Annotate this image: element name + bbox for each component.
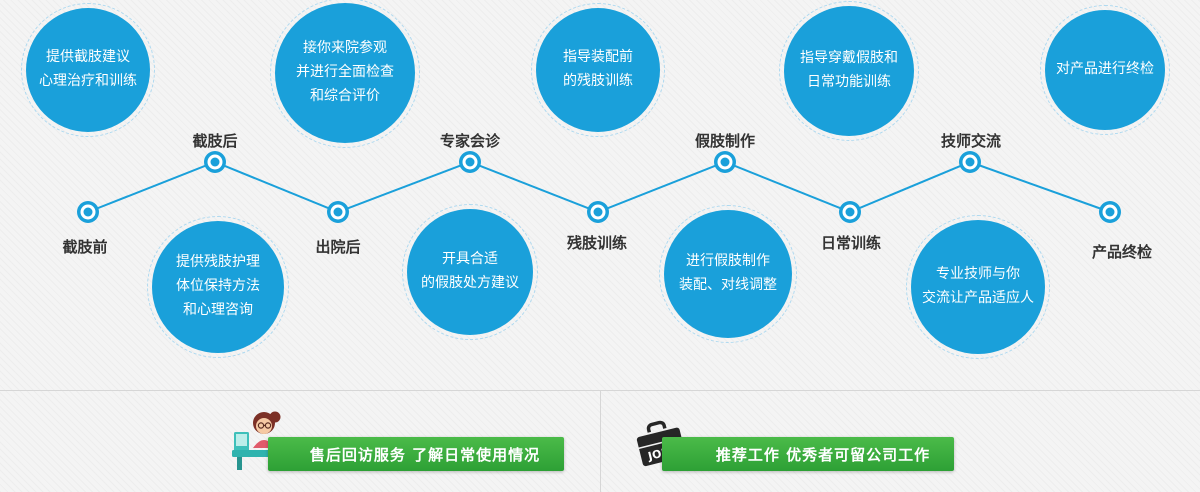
timeline-node-dot-jiezhiqian — [77, 201, 99, 223]
process-circle-prescription: 开具合适 的假肢处方建议 — [402, 204, 538, 340]
timeline-node-dot-jishijiaoliu — [959, 151, 981, 173]
timeline-label-chuyuanhou: 出院后 — [315, 238, 361, 256]
timeline-label-jiezhihou: 截肢后 — [192, 132, 238, 150]
process-circle-checkup: 接你来院参观 并进行全面检查 和综合评价 — [270, 0, 420, 148]
timeline-label-richangxunlian: 日常训练 — [820, 234, 882, 252]
process-circle-care: 提供残肢护理 体位保持方法 和心理咨询 — [147, 216, 289, 358]
timeline-label-zhuanjiahuizhen: 专家会诊 — [439, 132, 501, 150]
timeline-node-dot-jiazhizhizuo — [714, 151, 736, 173]
timeline-label-jiazhizhizuo: 假肢制作 — [694, 132, 756, 150]
process-circle-pretraining: 指导装配前 的残肢训练 — [531, 3, 665, 137]
process-circle-finalcheck: 对产品进行终检 — [1040, 5, 1170, 135]
vertical-divider — [600, 390, 601, 492]
timeline-label-chanpinzhongjian: 产品终检 — [1091, 243, 1153, 261]
job-recommendation-banner[interactable]: 推荐工作 优秀者可留公司工作 — [662, 437, 954, 471]
timeline-node-dot-chuyuanhou — [327, 201, 349, 223]
timeline-label-canzhixunlian: 残肢训练 — [566, 234, 628, 252]
timeline-node-dot-chanpinzhongjian — [1099, 201, 1121, 223]
process-circle-advice: 提供截肢建议 心理治疗和训练 — [21, 3, 155, 137]
process-circle-weartraining: 指导穿戴假肢和 日常功能训练 — [779, 1, 919, 141]
process-circle-assembly: 进行假肢制作 装配、对线调整 — [659, 205, 797, 343]
timeline-node-dot-canzhixunlian — [587, 201, 609, 223]
process-circle-technician: 专业技师与你 交流让产品适应人 — [906, 215, 1050, 359]
timeline-label-jishijiaoliu: 技师交流 — [940, 132, 1002, 150]
timeline-label-jiezhiqian: 截肢前 — [62, 238, 108, 256]
timeline-node-dot-jiezhihou — [204, 151, 226, 173]
after-sales-banner[interactable]: 售后回访服务 了解日常使用情况 — [268, 437, 564, 471]
timeline-node-dot-zhuanjiahuizhen — [459, 151, 481, 173]
timeline-node-dot-richangxunlian — [839, 201, 861, 223]
